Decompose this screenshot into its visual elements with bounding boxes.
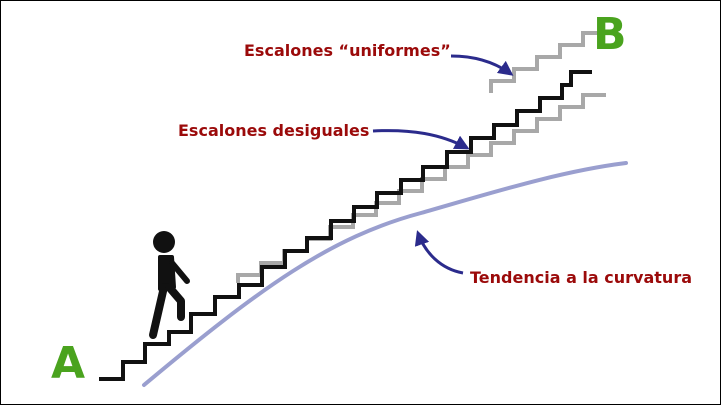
uniform-steps-label: Escalones “uniformes” — [244, 41, 451, 60]
uniform-steps-arrow — [450, 54, 514, 76]
unequal-steps-arrow — [372, 129, 470, 150]
curvature-trend-label: Tendencia a la curvatura — [470, 268, 692, 287]
unequal-steps-label: Escalones desiguales — [178, 121, 370, 140]
trend-curve — [142, 161, 628, 387]
end-label: B — [593, 9, 627, 60]
person-climbing-icon — [149, 231, 190, 339]
uniform-stairs-upper — [489, 31, 599, 93]
curvature-trend-arrow — [414, 230, 464, 275]
start-label: A — [51, 338, 86, 389]
unequal-stairs — [99, 70, 592, 381]
